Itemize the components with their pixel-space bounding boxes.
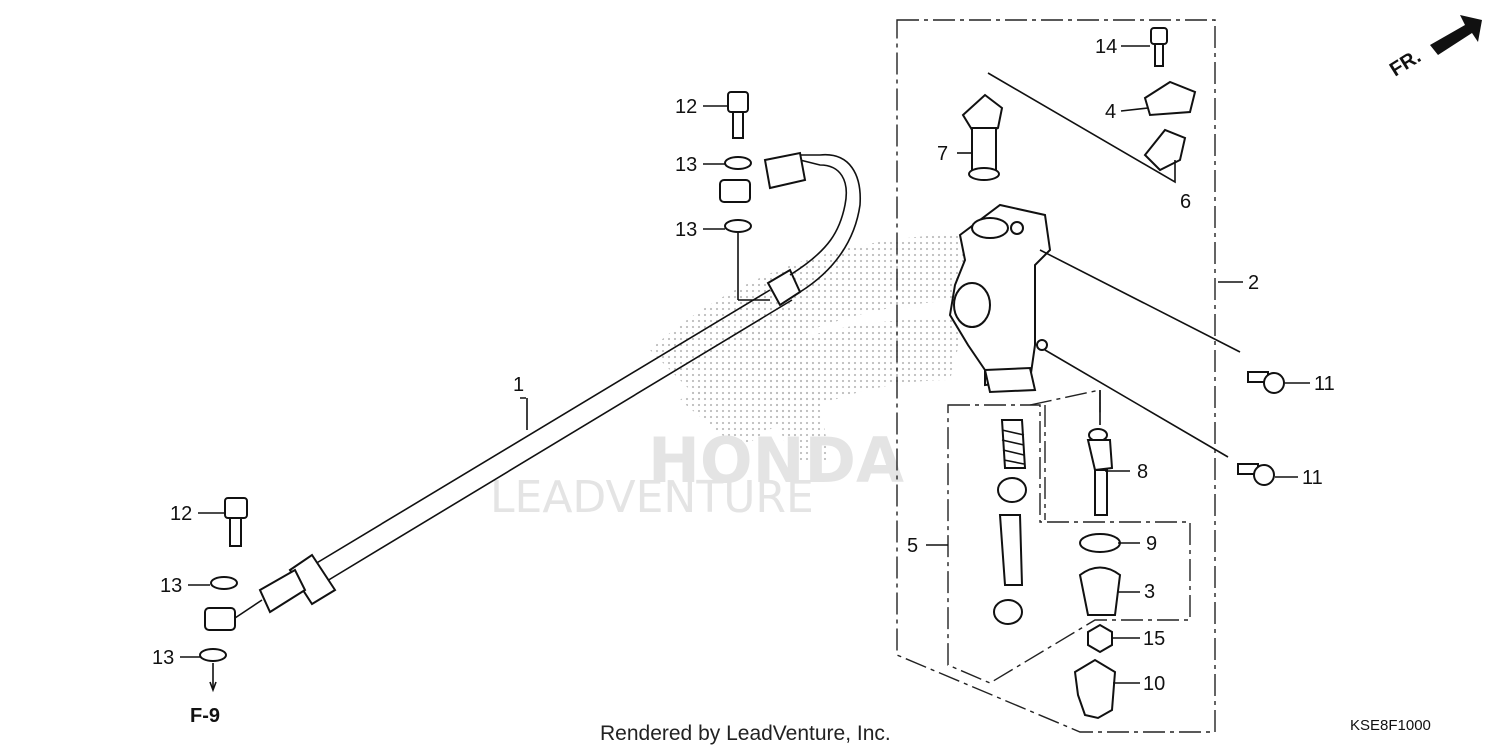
mounting-bolt-upper (1247, 371, 1285, 394)
callout-12-upper: 12 (675, 96, 697, 118)
sealing-washer-icon (724, 219, 752, 233)
assembly-5-outline (947, 404, 1191, 684)
reservoir-gasket (1143, 128, 1187, 172)
callout-15: 15 (1143, 628, 1165, 650)
circlip (1079, 533, 1121, 553)
piston-spring (1000, 419, 1027, 469)
callout-3: 3 (1144, 581, 1155, 603)
callout-6: 6 (1180, 191, 1191, 213)
front-label: FR. (1386, 46, 1425, 82)
push-rod (1086, 428, 1114, 516)
callout-13-d: 13 (152, 647, 174, 669)
callout-2: 2 (1248, 272, 1259, 294)
sealing-washer-icon (199, 648, 227, 662)
callout-9: 9 (1146, 533, 1157, 555)
front-direction-icon: FR. (1386, 15, 1482, 81)
callout-10: 10 (1143, 673, 1165, 695)
sealing-washer-icon (724, 156, 752, 170)
sealing-washer-icon (210, 576, 238, 590)
diagram-code: KSE8F1000 (1350, 717, 1431, 734)
callout-4: 4 (1105, 101, 1116, 123)
brake-hose (204, 151, 861, 631)
honda-wing-watermark: HONDA LEADVENTURE (490, 234, 1000, 523)
reservoir-joint (961, 93, 1004, 181)
banjo-bolt-lower (224, 497, 248, 547)
callout-1: 1 (513, 374, 524, 396)
callout-14: 14 (1095, 36, 1117, 58)
boot (1078, 566, 1122, 616)
footer-credit: Rendered by LeadVenture, Inc. (600, 722, 891, 745)
secondary-cup (993, 599, 1023, 625)
watermark-brand: HONDA (648, 424, 904, 497)
callout-8: 8 (1137, 461, 1148, 483)
callout-12-lower: 12 (170, 503, 192, 525)
joint-nut-icon (1087, 623, 1113, 654)
callout-5: 5 (907, 535, 918, 557)
assembly-2-outline (896, 19, 1216, 733)
mounting-bolt-lower (1237, 463, 1275, 486)
banjo-bolt-upper (727, 91, 749, 139)
callout-numbers: 1 2 3 4 5 6 7 8 9 10 11 11 12 12 13 13 1… (152, 36, 1335, 695)
callout-11-lower: 11 (1302, 467, 1323, 489)
push-rod-joint (1073, 658, 1117, 720)
callout-13-a: 13 (675, 154, 697, 176)
master-cylinder-body (948, 203, 1052, 394)
piston (998, 514, 1024, 586)
callout-11-upper: 11 (1314, 373, 1335, 395)
leader-lines (180, 45, 1310, 693)
reservoir-cap (1143, 80, 1197, 117)
cap-screw (1150, 27, 1168, 67)
reference-label: F-9 (190, 705, 220, 727)
callout-13-b: 13 (675, 219, 697, 241)
primary-cup (997, 477, 1027, 503)
callout-13-c: 13 (160, 575, 182, 597)
callout-7: 7 (937, 143, 948, 165)
watermark-dealer: LEADVENTURE (490, 472, 814, 523)
